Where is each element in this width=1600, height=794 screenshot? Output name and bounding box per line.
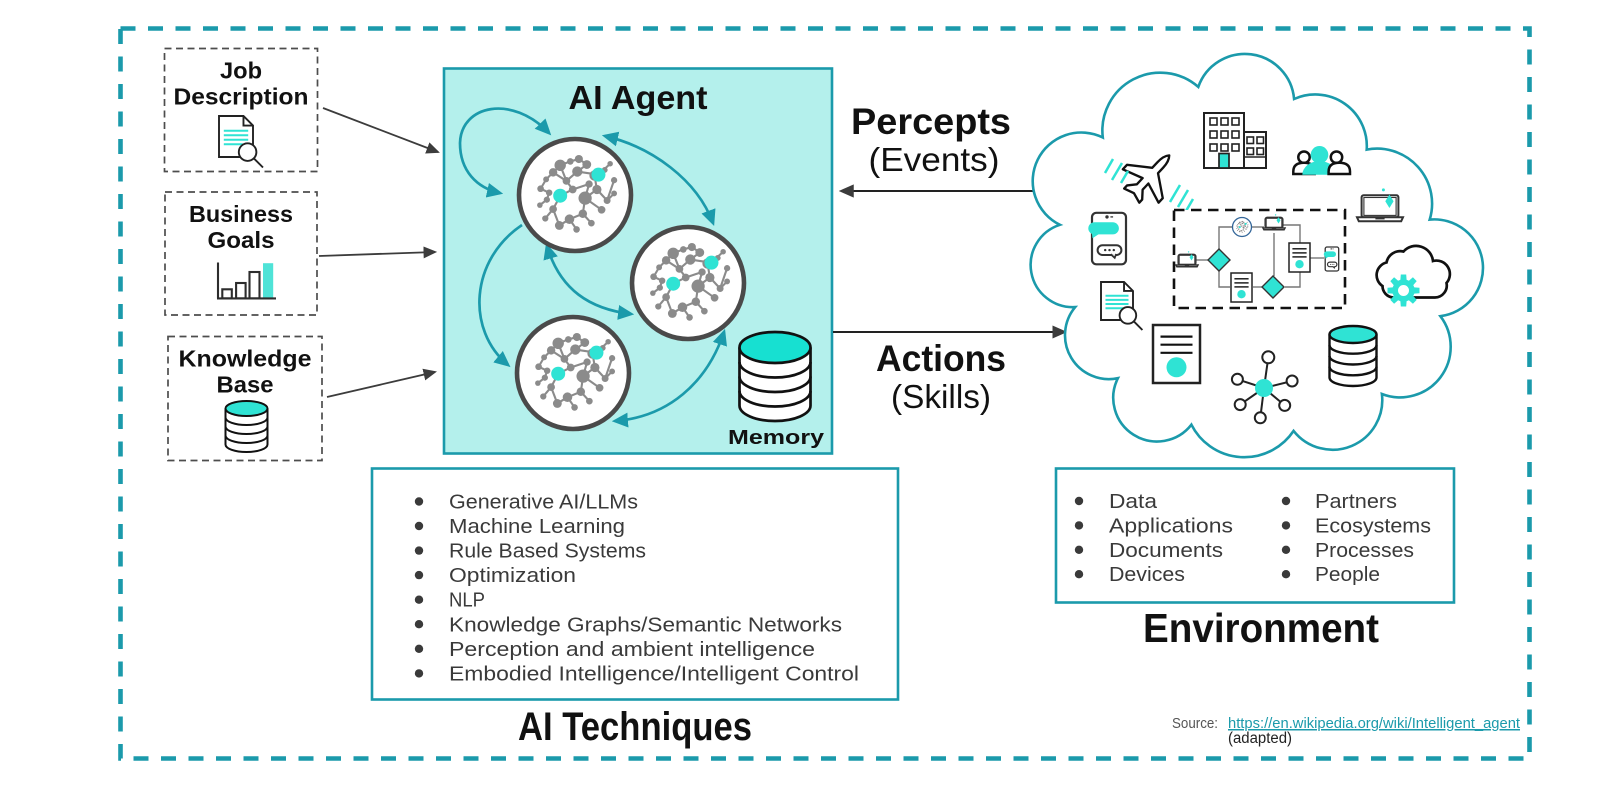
- svg-text:Generative AI/LLMs: Generative AI/LLMs: [449, 491, 638, 514]
- svg-text:Goals: Goals: [208, 227, 275, 253]
- svg-text:AI Techniques: AI Techniques: [518, 705, 752, 749]
- svg-text:Actions: Actions: [876, 338, 1006, 379]
- svg-text:Knowledge Graphs/Semantic Netw: Knowledge Graphs/Semantic Networks: [449, 613, 842, 636]
- svg-text:Knowledge: Knowledge: [179, 346, 312, 372]
- svg-text:Data: Data: [1109, 490, 1158, 513]
- svg-text:Documents: Documents: [1109, 539, 1223, 562]
- svg-text:Ecosystems: Ecosystems: [1315, 514, 1431, 537]
- svg-text:NLP: NLP: [449, 589, 485, 612]
- svg-text:Base: Base: [217, 372, 274, 398]
- svg-text:Processes: Processes: [1315, 539, 1414, 562]
- svg-text:Rule Based Systems: Rule Based Systems: [449, 540, 646, 563]
- svg-text:(Events): (Events): [869, 141, 1000, 178]
- svg-text:(adapted): (adapted): [1228, 730, 1292, 747]
- svg-text:People: People: [1315, 563, 1380, 586]
- svg-text:Source:: Source:: [1172, 715, 1218, 732]
- svg-text:Devices: Devices: [1109, 563, 1185, 586]
- svg-text:AI Agent: AI Agent: [569, 79, 708, 116]
- svg-text:Environment: Environment: [1143, 605, 1379, 651]
- svg-text:Machine Learning: Machine Learning: [449, 515, 625, 538]
- svg-text:Embodied Intelligence/Intellig: Embodied Intelligence/Intelligent Contro…: [449, 662, 859, 685]
- svg-text:Optimization: Optimization: [449, 564, 576, 587]
- svg-text:(Skills): (Skills): [891, 378, 991, 415]
- svg-text:Perception and ambient intelli: Perception and ambient intelligence: [449, 638, 815, 661]
- svg-text:Job: Job: [220, 58, 262, 84]
- svg-text:Applications: Applications: [1109, 514, 1233, 537]
- svg-text:Description: Description: [174, 84, 309, 110]
- svg-text:Percepts: Percepts: [851, 101, 1011, 142]
- svg-text:Memory: Memory: [728, 426, 825, 449]
- svg-text:https://en.wikipedia.org/wiki/: https://en.wikipedia.org/wiki/Intelligen…: [1228, 715, 1521, 732]
- svg-text:Business: Business: [189, 201, 293, 227]
- svg-text:Partners: Partners: [1315, 490, 1397, 513]
